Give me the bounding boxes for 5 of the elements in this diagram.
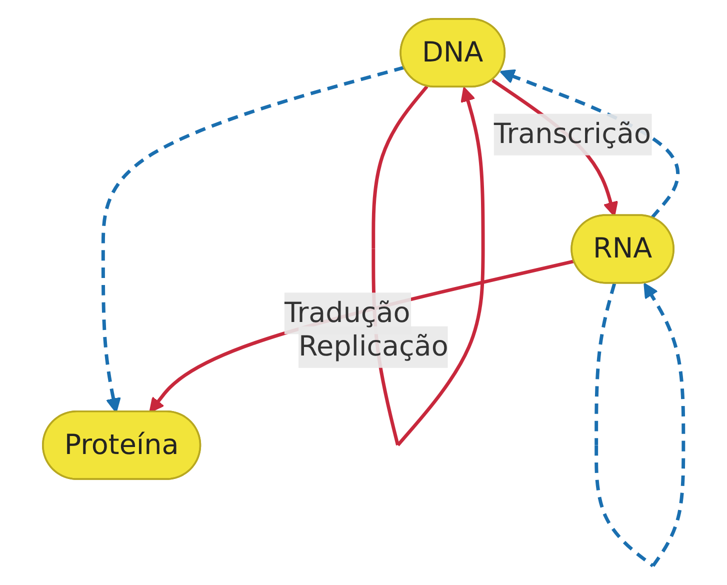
- edge-label: Tradução: [284, 296, 411, 330]
- edge-label: Transcrição: [494, 117, 652, 150]
- arrow: [102, 66, 406, 413]
- edge-label: Replicação: [298, 330, 449, 363]
- arrow: [149, 260, 576, 413]
